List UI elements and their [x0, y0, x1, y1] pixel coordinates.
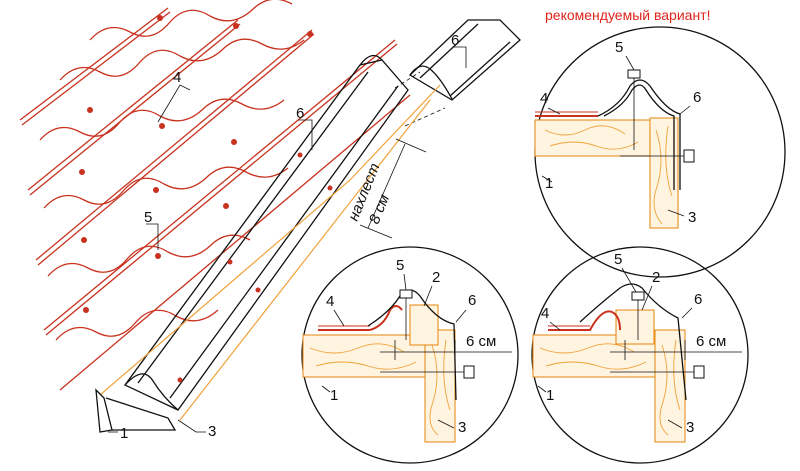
recommended-variant-label: рекомендуемый вариант!: [545, 7, 710, 23]
detail-top-callout-4: 4: [540, 90, 548, 107]
detail-right-callout-6: 6: [694, 291, 702, 308]
detail-top-callout-6: 6: [693, 89, 701, 106]
callout-5: 5: [144, 209, 152, 226]
detail-left-callout-2: 2: [432, 269, 440, 286]
wooden-batten: [95, 84, 441, 433]
detail-right-callout-2: 2: [652, 269, 660, 286]
detail-top-callout-3: 3: [688, 209, 696, 226]
detail-left-dimension: 6 см: [466, 333, 496, 350]
callout-3: 3: [208, 423, 216, 440]
detail-right-callout-3: 3: [686, 419, 694, 436]
ridge-strip-next: [408, 19, 521, 101]
detail-left-callout-5: 5: [396, 257, 404, 274]
metal-tile-sheet: [19, 0, 411, 391]
main-perspective-view: нахлест 8 см 4 5 6 6 1 3: [19, 0, 521, 442]
ridge-screw-dots: [177, 152, 333, 383]
detail-left-callout-3: 3: [458, 419, 466, 436]
overlap-dimension: нахлест 8 см: [345, 138, 427, 239]
detail-left-callout-4: 4: [326, 293, 334, 310]
detail-left: 6 см 5 2 4 6 1 3: [301, 246, 519, 464]
callout-6: 6: [296, 105, 304, 122]
tile-screw-dots: [79, 15, 313, 313]
detail-top-callout-1: 1: [545, 175, 553, 192]
callout-6b: 6: [451, 32, 459, 49]
detail-top-callout-5: 5: [615, 39, 623, 56]
detail-left-callout-6: 6: [468, 292, 476, 309]
detail-right-callout-4: 4: [541, 305, 549, 322]
detail-right-callout-1: 1: [546, 387, 554, 404]
detail-right-callout-5: 5: [614, 251, 622, 268]
callout-4: 4: [173, 69, 181, 86]
callout-1: 1: [120, 425, 128, 442]
detail-left-callout-1: 1: [330, 387, 338, 404]
detail-top: 5 4 6 1 3: [534, 26, 786, 278]
main-callouts: 4 5 6 6 1 3: [108, 32, 467, 442]
detail-right: 6 см 5 2 4 6 1 3: [531, 246, 749, 464]
detail-right-dimension: 6 см: [696, 333, 726, 350]
ridge-strip: [124, 54, 409, 411]
